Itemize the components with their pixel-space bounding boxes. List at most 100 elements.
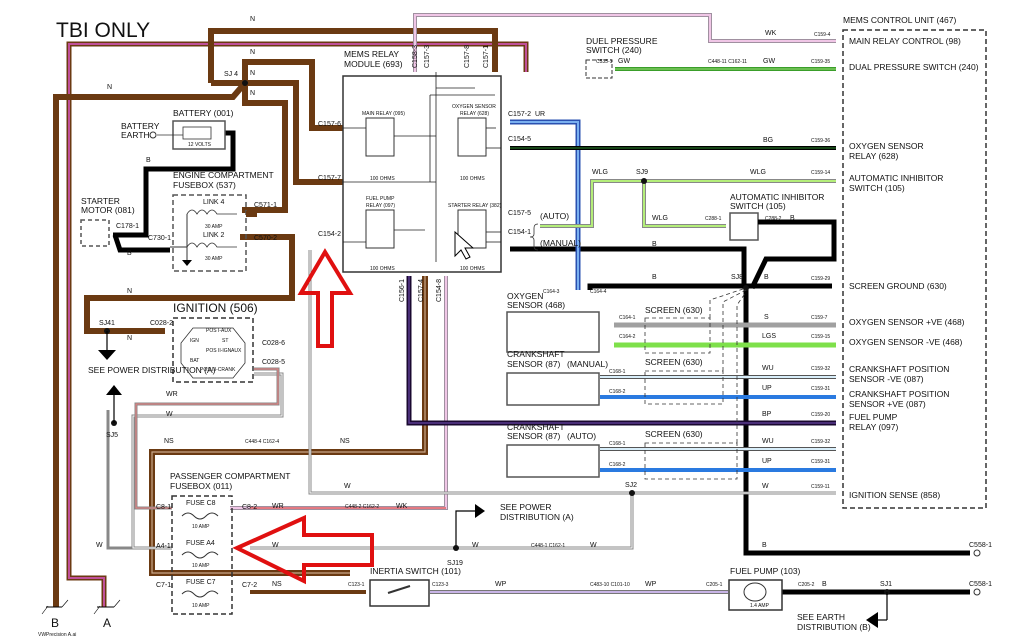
svg-text:C288-1: C288-1 <box>705 216 722 222</box>
svg-text:W: W <box>272 542 279 549</box>
svg-text:POS II-IGN: POS II-IGN <box>206 348 232 354</box>
svg-text:C159-15: C159-15 <box>811 334 830 340</box>
svg-text:C158-3: C158-3 <box>412 45 419 68</box>
splice-sj19 <box>453 545 459 551</box>
svg-text:SJ2: SJ2 <box>625 482 637 489</box>
svg-text:WU: WU <box>762 438 774 445</box>
svg-text:(MANUAL): (MANUAL) <box>540 238 581 248</box>
svg-text:C159-31: C159-31 <box>811 459 830 465</box>
svg-text:1.4 AMP: 1.4 AMP <box>750 603 770 609</box>
splice-sj4 <box>242 80 248 86</box>
svg-text:C159-32: C159-32 <box>811 439 830 445</box>
svg-text:OXYGEN SENSOR +VE (468): OXYGEN SENSOR +VE (468) <box>849 317 965 327</box>
svg-text:SWITCH (105): SWITCH (105) <box>849 183 905 193</box>
svg-text:WR: WR <box>272 503 284 510</box>
svg-text:C730-1: C730-1 <box>148 235 171 242</box>
connector-label: C157-5 <box>508 210 531 217</box>
svg-text:OXYGEN: OXYGEN <box>507 291 543 301</box>
duel-pressure-switch: DUEL PRESSURE SWITCH (240) <box>585 36 658 79</box>
svg-text:SCREEN (630): SCREEN (630) <box>645 357 703 367</box>
splice-sj8 <box>743 285 749 291</box>
svg-text:SJ9: SJ9 <box>636 169 648 176</box>
svg-text:C8-2: C8-2 <box>242 504 257 511</box>
svg-text:C558-1: C558-1 <box>969 542 992 549</box>
svg-text:NS: NS <box>340 438 350 445</box>
svg-text:AUTOMATIC INHIBITOR: AUTOMATIC INHIBITOR <box>849 173 943 183</box>
oxygen-sensor: OXYGEN SENSOR (468) <box>506 291 600 353</box>
svg-text:C154-8: C154-8 <box>436 279 443 302</box>
wire-black-b <box>112 130 970 595</box>
svg-text:BATTERY: BATTERY <box>121 121 160 131</box>
battery: BATTERY (001) 12 VOLTS BATTERY EARTH <box>121 108 234 150</box>
svg-text:B: B <box>790 215 795 222</box>
svg-text:C448-4 C162-4: C448-4 C162-4 <box>245 439 279 445</box>
svg-text:(AUTO): (AUTO) <box>540 211 569 221</box>
svg-text:C157-1: C157-1 <box>483 45 490 68</box>
arrow-up-icon <box>106 385 122 395</box>
svg-text:N: N <box>127 335 132 342</box>
svg-text:B: B <box>822 581 827 588</box>
mems-relay-module-label: MEMS RELAY <box>344 49 399 59</box>
svg-text:DUEL PRESSURE: DUEL PRESSURE <box>586 36 658 46</box>
svg-text:OXYGEN SENSOR -VE (468): OXYGEN SENSOR -VE (468) <box>849 337 963 347</box>
svg-text:C571-1: C571-1 <box>254 202 277 209</box>
svg-text:BG: BG <box>763 137 773 144</box>
red-arrow-left <box>232 514 374 585</box>
svg-text:C159-11: C159-11 <box>811 484 830 490</box>
svg-text:C8-1: C8-1 <box>156 504 171 511</box>
svg-text:C535-1: C535-1 <box>596 59 613 65</box>
svg-text:N: N <box>107 84 112 91</box>
svg-text:N: N <box>250 70 255 77</box>
svg-text:FUSEBOX (537): FUSEBOX (537) <box>173 180 236 190</box>
svg-text:W: W <box>166 411 173 418</box>
svg-text:C7-1: C7-1 <box>156 582 171 589</box>
svg-text:WP: WP <box>495 581 507 588</box>
wire-a-pink <box>66 41 529 607</box>
wire-blue-ur <box>510 119 581 290</box>
svg-text:SJ5: SJ5 <box>106 432 118 439</box>
svg-text:MODULE (693): MODULE (693) <box>344 59 403 69</box>
svg-text:C156-1: C156-1 <box>399 279 406 302</box>
screen-box <box>644 317 711 354</box>
svg-text:C483-10 C101-10: C483-10 C101-10 <box>590 582 630 588</box>
svg-text:30 AMP: 30 AMP <box>205 224 223 230</box>
svg-text:W: W <box>344 483 351 490</box>
svg-text:SCREEN (630): SCREEN (630) <box>645 429 703 439</box>
svg-text:C159-31: C159-31 <box>811 386 830 392</box>
svg-text:WLG: WLG <box>750 169 766 176</box>
relay-oxygen: OXYGEN SENSOR RELAY (628) 100 OHMS <box>452 104 496 182</box>
svg-text:LINK 2: LINK 2 <box>203 232 225 239</box>
svg-text:RELAY (628): RELAY (628) <box>460 111 489 117</box>
footer-note: VWPrecision A.ai <box>38 632 76 638</box>
svg-text:W: W <box>590 542 597 549</box>
svg-text:B: B <box>764 274 769 281</box>
svg-text:C448-2 C162-2: C448-2 C162-2 <box>345 504 379 510</box>
svg-text:C164-4: C164-4 <box>590 289 607 295</box>
svg-text:100 OHMS: 100 OHMS <box>370 266 395 272</box>
svg-text:FUSE A4: FUSE A4 <box>186 540 215 547</box>
inertia-switch: INERTIA SWITCH (101) <box>369 566 461 607</box>
svg-text:C164-3: C164-3 <box>543 289 560 295</box>
svg-text:CRANKSHAFT: CRANKSHAFT <box>507 349 565 359</box>
svg-text:IGNITION (506): IGNITION (506) <box>173 301 258 315</box>
svg-text:C164-2: C164-2 <box>619 334 636 340</box>
svg-text:UP: UP <box>762 385 772 392</box>
svg-text:W: W <box>762 483 769 490</box>
svg-text:MOTOR (081): MOTOR (081) <box>81 205 135 215</box>
svg-text:RELAY (097): RELAY (097) <box>849 422 898 432</box>
svg-text:SJ19: SJ19 <box>447 560 463 567</box>
svg-text:C028-2: C028-2 <box>150 320 173 327</box>
svg-text:WLG: WLG <box>652 215 668 222</box>
svg-text:LGS: LGS <box>762 333 776 340</box>
svg-text:IGN: IGN <box>190 338 199 344</box>
svg-text:C7-2: C7-2 <box>242 582 257 589</box>
connector-b-label: B <box>51 616 59 630</box>
screen-box <box>644 370 724 405</box>
passenger-fusebox: PASSENGER COMPARTMENT FUSEBOX (011) FUSE… <box>156 471 290 615</box>
wire-crank <box>600 375 836 472</box>
crankshaft-sensor-auto: CRANKSHAFT SENSOR (87) (AUTO) <box>506 422 600 478</box>
connector-label: C157-7 <box>318 175 341 182</box>
svg-text:ST: ST <box>222 338 228 344</box>
ignition-switch: IGNITION (506) POS I-AUX IGN ST POS II-I… <box>150 301 285 383</box>
